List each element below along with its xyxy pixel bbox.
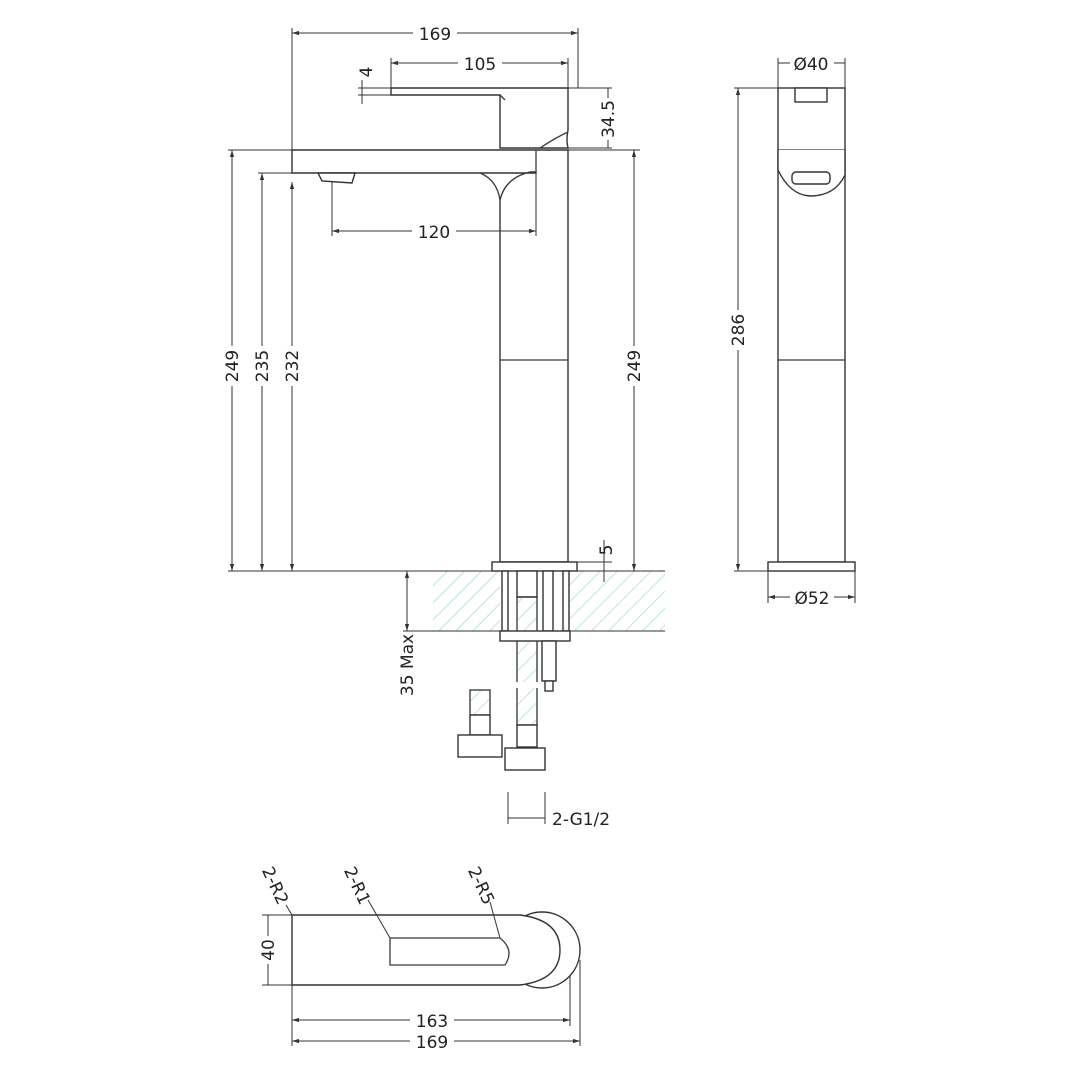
dim-base-thickness: 5 (577, 540, 617, 582)
dim-label: 120 (418, 223, 450, 243)
radius-label: 2-R2 (257, 864, 292, 908)
dim-deck-thickness: 35 Max (398, 571, 418, 696)
dim-label: 235 (253, 350, 273, 382)
dim-label: 35 Max (398, 634, 418, 696)
dim-spout-reach: 120 (331, 173, 537, 243)
dim-label: 249 (625, 350, 645, 382)
dim-handle-height: 34.5 (568, 87, 619, 149)
radius-label: 2-R1 (339, 864, 374, 908)
dim-label: 4 (357, 67, 377, 78)
dim-connector: 2-G1/2 (507, 792, 610, 830)
dim-label: 169 (416, 1033, 448, 1053)
dim-overall-width: 169 (291, 22, 579, 150)
dim-label: 286 (729, 314, 749, 346)
dim-depth: 40 (258, 914, 292, 986)
front-view: 169 105 4 34.5 120 (222, 22, 665, 830)
fixing-kit (457, 570, 571, 771)
dim-label: 163 (416, 1012, 448, 1032)
dim-base-diameter: Ø52 (767, 571, 856, 609)
dim-lever-length: 105 (390, 52, 569, 88)
dim-label: 169 (419, 25, 451, 45)
dim-label: 2-G1/2 (552, 810, 610, 830)
dim-label: Ø52 (794, 589, 829, 609)
dim-lever-thickness: 4 (357, 67, 391, 104)
countertop-section (228, 570, 665, 632)
top-view: 2-R2 2-R1 2-R5 40 163 169 (257, 864, 581, 1053)
dim-label: 40 (259, 939, 279, 961)
dim-overall-height: 286 (728, 87, 778, 572)
dim-lengths: 163 169 (291, 960, 581, 1053)
side-view: Ø40 286 Ø52 (728, 52, 856, 609)
dim-label: 249 (223, 350, 243, 382)
dim-height-right: 249 (568, 149, 645, 571)
dim-heights-left: 249 235 232 (222, 149, 318, 571)
radius-label: 2-R5 (463, 864, 498, 908)
dim-top-diameter: Ø40 (777, 52, 846, 88)
dim-label: 34.5 (599, 100, 619, 138)
dim-label: 232 (283, 350, 303, 382)
dim-label: Ø40 (793, 55, 828, 75)
lever-handle (390, 87, 569, 149)
dim-label: 105 (464, 55, 496, 75)
tap-body (291, 149, 578, 572)
dim-label: 5 (597, 545, 617, 556)
